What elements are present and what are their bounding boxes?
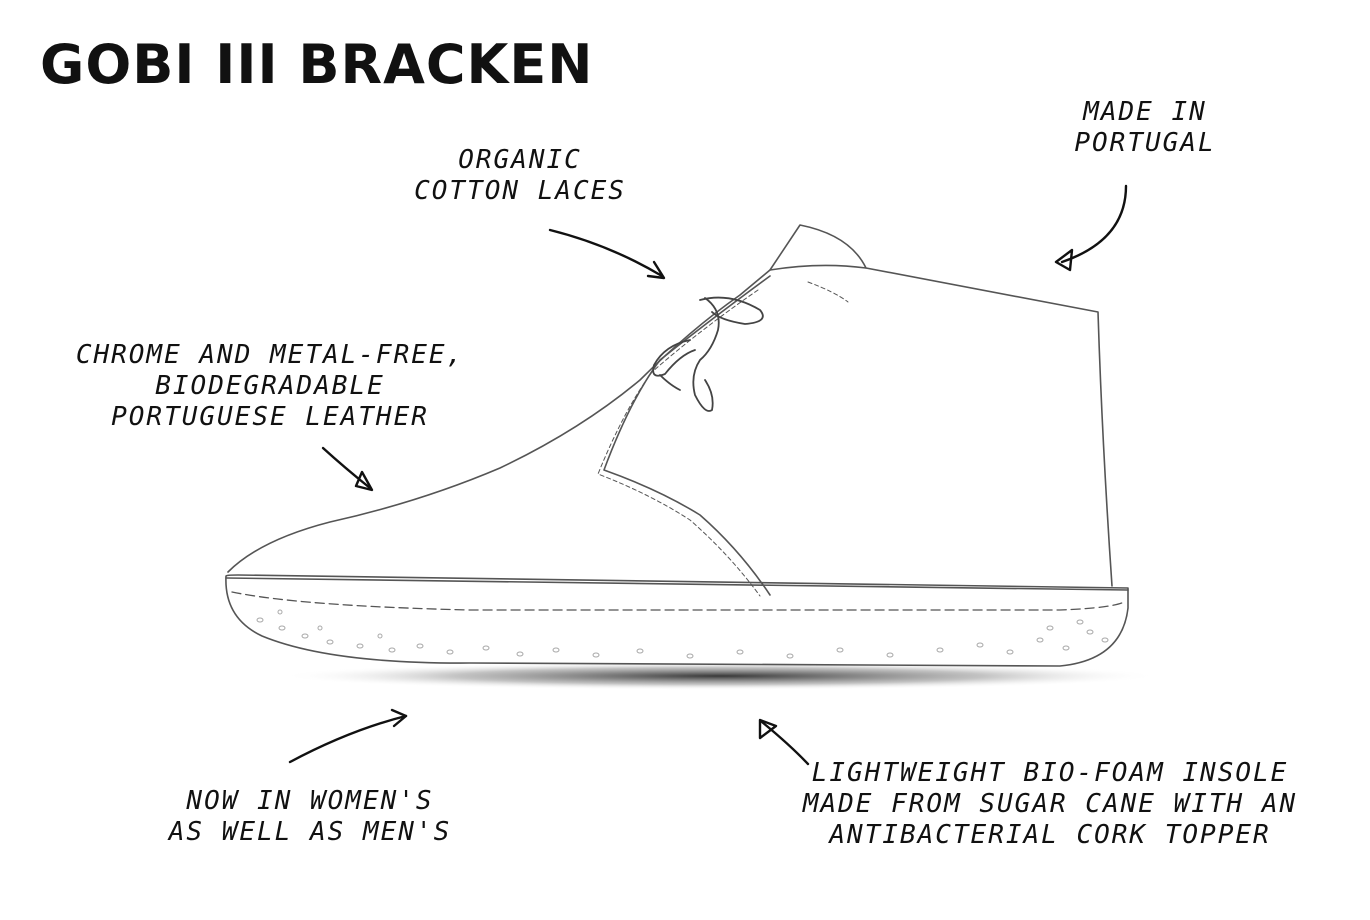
arrowhead-insole — [758, 718, 778, 740]
page-title: GOBI III BRACKEN — [40, 33, 594, 96]
arrow-laces — [548, 228, 664, 278]
arrow-leather — [321, 446, 372, 490]
sole-foam-texture — [256, 609, 1109, 659]
sole-top-edge — [225, 577, 1129, 591]
arrowhead-womens — [390, 708, 408, 728]
arrow-portugal — [1060, 184, 1128, 264]
shoe-laces — [652, 296, 764, 412]
shoe-quarter-panel — [603, 275, 771, 596]
callout-organic-cotton-laces: ORGANIC COTTON LACES — [414, 145, 626, 206]
arrow-insole — [760, 720, 810, 766]
arrowhead-leather — [354, 470, 374, 492]
callout-leather: CHROME AND METAL-FREE, BIODEGRADABLE POR… — [75, 340, 465, 432]
callout-insole: LIGHTWEIGHT BIO-FOAM INSOLE MADE FROM SU… — [802, 758, 1298, 850]
shoe-sole — [225, 574, 1129, 667]
collar-stitching — [807, 281, 849, 303]
shoe-collar — [769, 264, 867, 271]
sole-stitching — [231, 591, 1125, 611]
callout-arrows — [288, 184, 1128, 766]
arrowhead-portugal — [1054, 248, 1074, 272]
shoe-upper — [227, 224, 1113, 587]
callout-womens-and-mens: NOW IN WOMEN'S AS WELL AS MEN'S — [168, 786, 452, 847]
callout-made-in-portugal: MADE IN PORTUGAL — [1074, 97, 1216, 158]
arrowhead-laces — [646, 260, 666, 280]
ground-shadow — [280, 662, 1160, 690]
arrow-womens — [288, 714, 408, 764]
shoe-illustration — [225, 224, 1129, 667]
